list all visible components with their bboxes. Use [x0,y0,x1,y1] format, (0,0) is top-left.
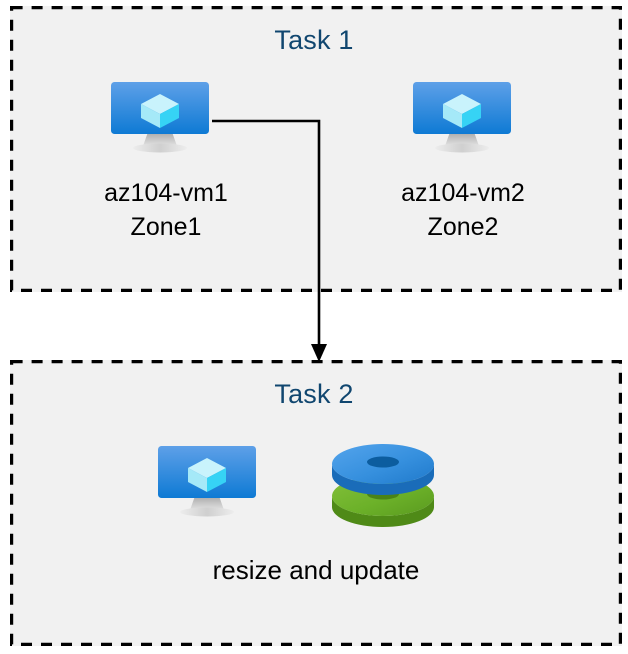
resize-and-update-label: resize and update [212,555,420,585]
vm-2-zone: Zone2 [427,213,499,241]
task-2-container [10,360,622,646]
virtual-machine-icon [108,80,212,156]
virtual-machine-icon [410,80,514,156]
task-2-title: Task 2 [274,379,354,409]
task-1-title: Task 1 [274,25,354,55]
disks-icon [328,440,438,528]
vm-1-zone: Zone1 [130,213,202,241]
vm-2-name: az104-vm2 [401,179,525,207]
virtual-machine-icon [155,444,259,520]
vm-1-name: az104-vm1 [104,179,228,207]
vm-1-label: az104-vm1 Zone1 [48,176,284,244]
vm-2-label: az104-vm2 Zone2 [345,176,581,244]
